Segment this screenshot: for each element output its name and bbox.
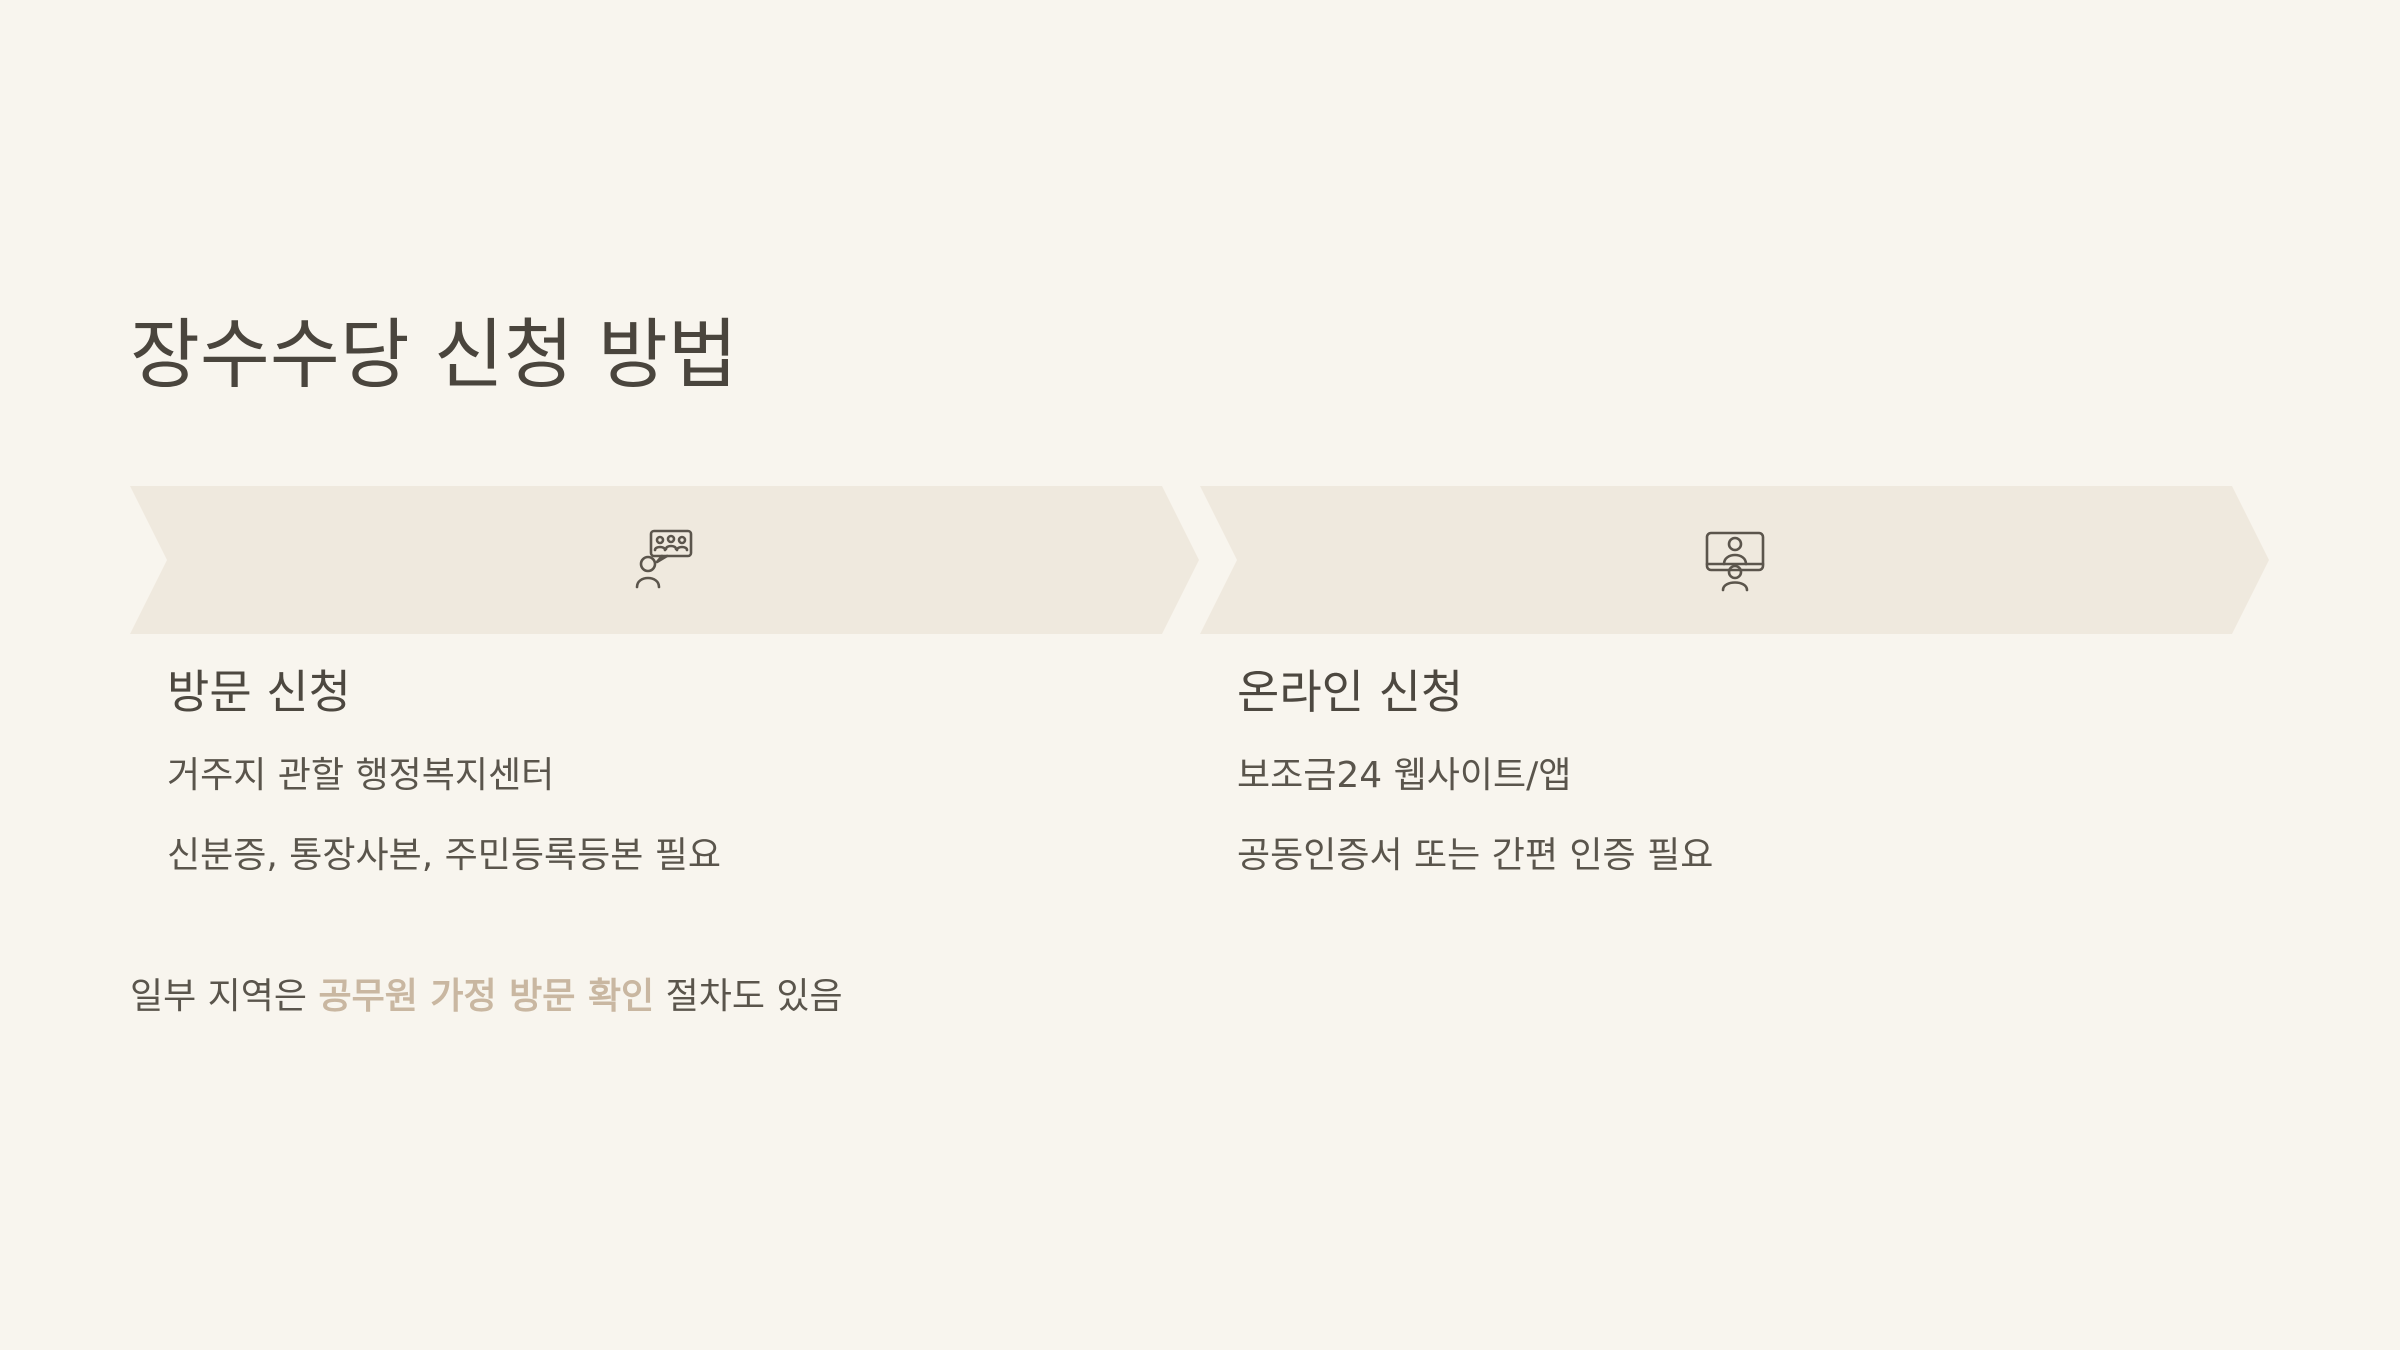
note-highlight: 공무원 가정 방문 확인 — [318, 976, 655, 1017]
note-prefix: 일부 지역은 — [130, 976, 319, 1017]
online-authentication-text: 공동인증서 또는 간편 인증 필요 — [1237, 835, 1714, 876]
online-application-title: 온라인 신청 — [1237, 665, 1464, 719]
visit-documents-text: 신분증, 통장사본, 주민등록등본 필요 — [167, 835, 722, 876]
online-application-chevron — [1200, 486, 2270, 634]
visit-application-step: 방문 신청 거주지 관할 행정복지센터 신분증, 통장사본, 주민등록등본 필요 — [130, 486, 1200, 876]
visit-location-text: 거주지 관할 행정복지센터 — [167, 755, 555, 796]
group-chat-person-icon — [635, 529, 693, 589]
video-call-person-icon — [1705, 531, 1765, 592]
online-channel-text: 보조금24 웹사이트/앱 — [1237, 755, 1572, 796]
visit-application-title: 방문 신청 — [167, 665, 351, 719]
online-application-step: 온라인 신청 보조금24 웹사이트/앱 공동인증서 또는 간편 인증 필요 — [1200, 486, 2270, 876]
regional-note: 일부 지역은 공무원 가정 방문 확인 절차도 있음 — [130, 972, 843, 1022]
page-title: 장수수당 신청 방법 — [130, 310, 738, 399]
note-suffix: 절차도 있음 — [654, 976, 843, 1017]
chevron-shape — [130, 486, 1199, 634]
chevron-shape — [1200, 486, 2269, 634]
visit-application-chevron — [130, 486, 1200, 634]
